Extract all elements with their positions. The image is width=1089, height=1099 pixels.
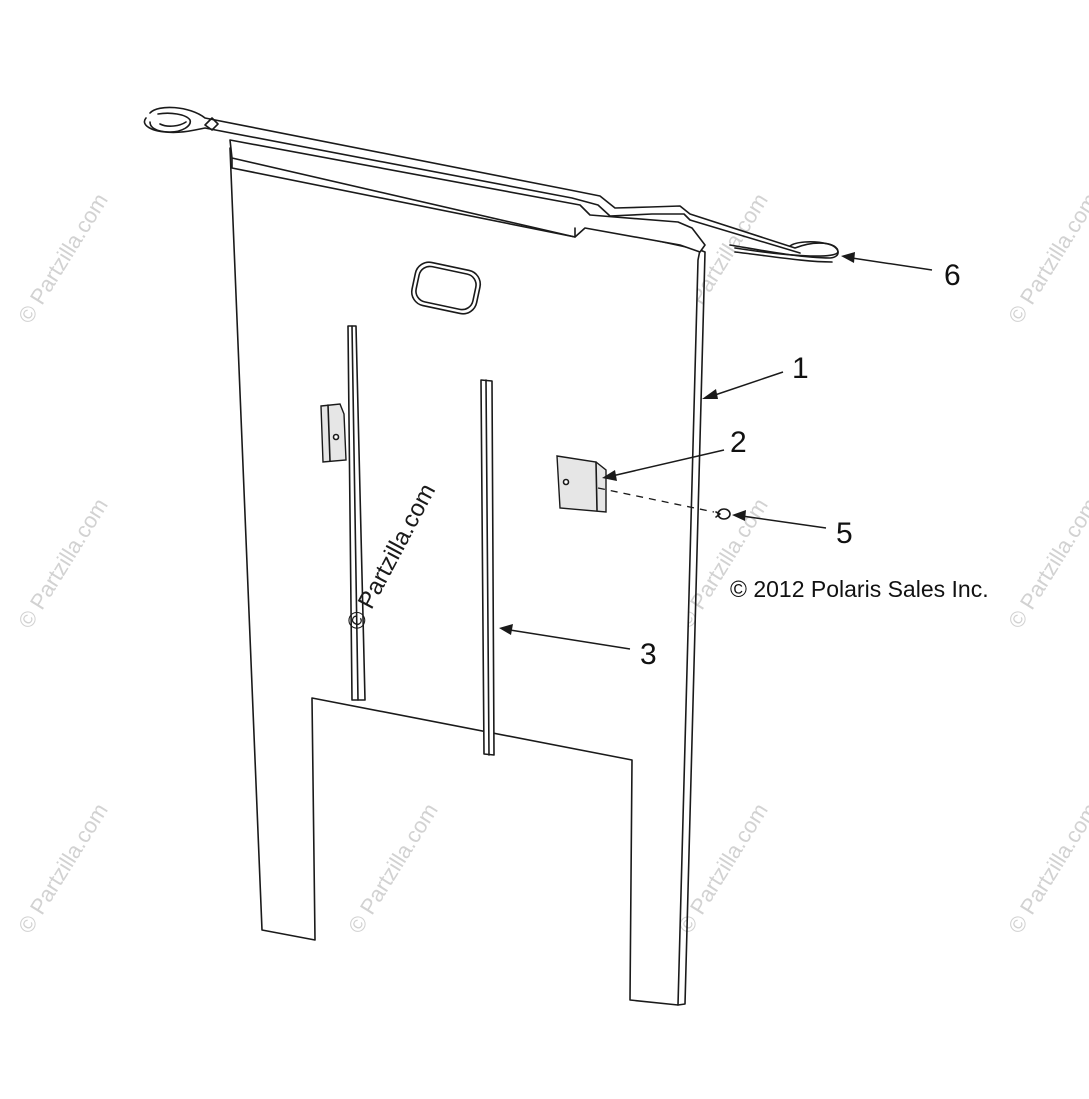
callout-3: 3 (640, 638, 657, 671)
watermark-text: © Partzilla.com (1003, 189, 1089, 328)
leader-3-arrow (499, 624, 513, 635)
left-bracket (320, 403, 347, 463)
hook-rod-upper (149, 106, 839, 257)
leader-lines (499, 252, 933, 650)
leader-3 (509, 629, 631, 650)
watermark-text: © Partzilla.com (343, 799, 443, 938)
panel-outline (229, 147, 701, 1006)
leader-2-arrow (602, 470, 617, 481)
left-bracket-fold (327, 404, 331, 462)
part-6-hook-rod (143, 106, 839, 263)
callout-5: 5 (836, 517, 853, 550)
leader-6-arrow (841, 252, 855, 263)
hook-right-end (729, 241, 839, 259)
left-bracket-hole (332, 433, 340, 441)
leader-2-dashed-axis (597, 487, 715, 513)
right-bracket (556, 455, 607, 513)
part-2-brackets (320, 403, 607, 513)
panel-oval-cutout-inner (415, 265, 477, 311)
center-strip-face (485, 379, 490, 756)
watermark-text: © Partzilla.com (13, 189, 113, 328)
leader-1-arrow (702, 389, 718, 399)
callout-1: 1 (792, 352, 809, 385)
callout-labels: 1 2 3 5 6 (640, 259, 961, 671)
watermark-text: © Partzilla.com (1003, 799, 1089, 938)
hook-right-end-inner (734, 251, 833, 263)
leader-1 (711, 371, 784, 397)
left-strip (347, 325, 366, 701)
left-strip-face (351, 325, 359, 701)
leader-5 (741, 515, 827, 529)
watermark-text: © Partzilla.com (13, 799, 113, 938)
hook-left-end-inner (159, 121, 187, 127)
panel-edge (677, 249, 706, 1006)
leader-5-arrow (732, 510, 746, 521)
hook-rod-lower (149, 121, 801, 254)
screw-head (717, 508, 731, 520)
panel-top-flange (229, 139, 706, 253)
leader-2 (611, 449, 725, 477)
screw-shank (715, 511, 721, 518)
watermark-text: © Partzilla.com (1003, 494, 1089, 633)
panel-oval-cutout (410, 261, 482, 315)
part-5-screw (715, 508, 731, 520)
panel-top-flange-lip (231, 157, 576, 238)
callout-2: 2 (730, 426, 747, 459)
right-bracket-fold (595, 461, 598, 511)
right-bracket-hole (562, 478, 570, 486)
watermark-text: © Partzilla.com (13, 494, 113, 633)
part-3-strips (347, 325, 495, 756)
callout-6: 6 (944, 259, 961, 292)
hook-left-end (143, 112, 192, 133)
copyright-notice: © 2012 Polaris Sales Inc. (730, 576, 989, 602)
leader-6 (851, 257, 933, 271)
hook-rod-clip (204, 117, 219, 131)
part-1-panel (229, 139, 706, 1006)
